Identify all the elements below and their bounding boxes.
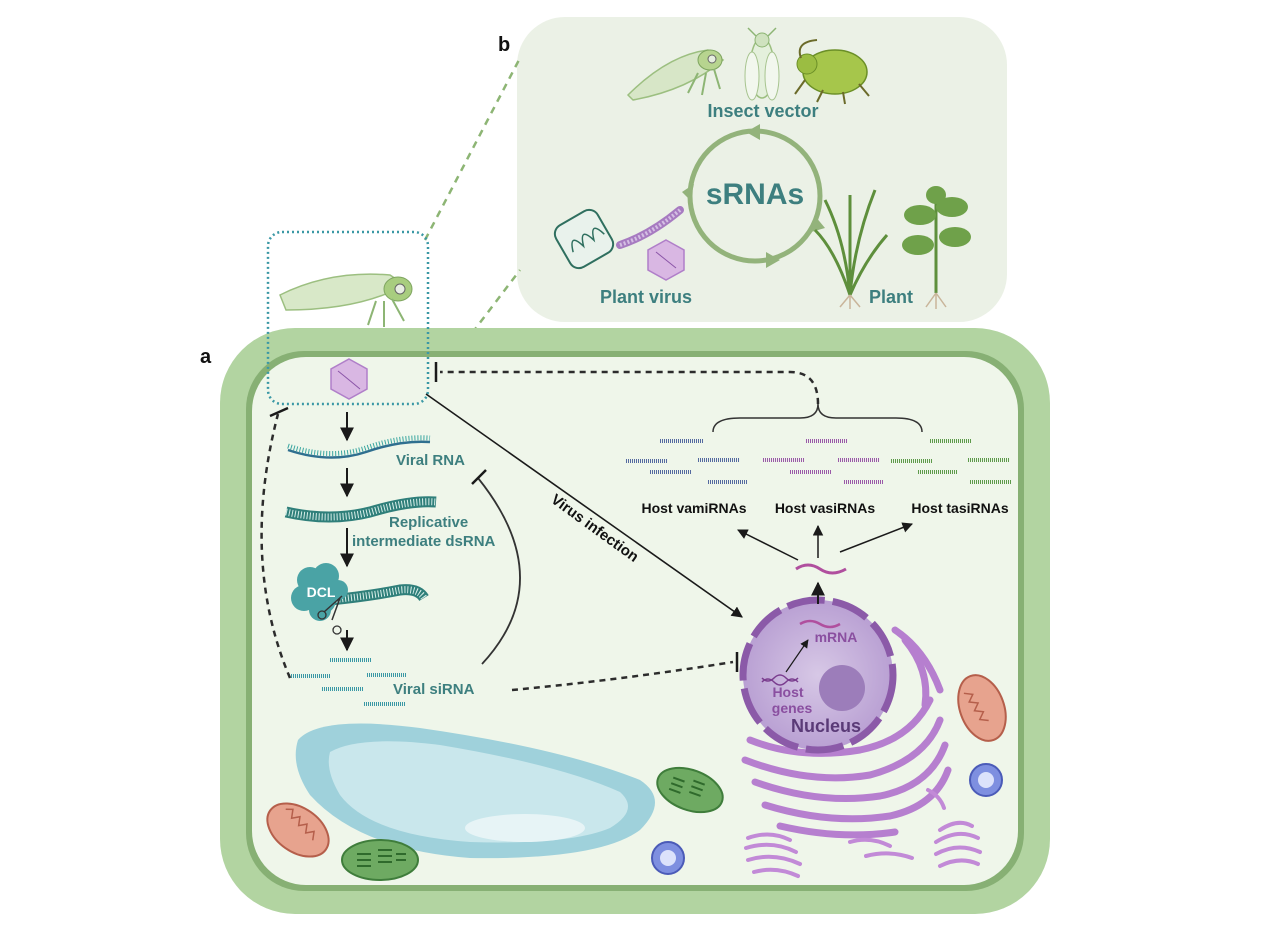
peroxisome-right — [969, 763, 1003, 797]
golgi-apparatus-right — [934, 820, 982, 868]
chloroplast-left — [341, 839, 419, 881]
viral-rna-strand — [287, 435, 431, 459]
host-tasirnas-label: Host tasiRNAs — [911, 500, 1008, 516]
viral-sirna-label: Viral siRNA — [393, 681, 475, 698]
golgi-apparatus-left — [744, 832, 802, 878]
insect-virus-inset-box — [266, 230, 430, 406]
mrna-label: mRNA — [815, 629, 858, 645]
nucleus-label: Nucleus — [791, 716, 861, 736]
insect-vector-label: Insect vector — [707, 101, 818, 121]
sirna-to-virus-inhibition — [260, 413, 292, 679]
panel-b: sRNAs Insect vector — [423, 17, 1007, 396]
tasirna-duplexes — [891, 439, 1012, 484]
whitefly-insect-icon — [744, 27, 780, 101]
nucleolus — [819, 665, 865, 711]
leafhopper-insect-icon — [626, 49, 725, 101]
dna-to-mrna-arrow — [785, 639, 809, 673]
host-vamirnas-label: Host vamiRNAs — [641, 500, 746, 516]
zoom-line-top — [423, 57, 522, 241]
nucleus: Nucleus mRNA Host genes — [739, 596, 897, 754]
sirna-to-viral-rna-inhibition — [477, 477, 521, 665]
icosahedral-virus-icon — [647, 239, 685, 281]
exported-mrna-strand — [795, 563, 847, 575]
filamentous-virus-icon — [616, 206, 684, 249]
panel-a: a — [200, 230, 1050, 914]
tomato-plant-icon — [902, 186, 971, 309]
cycle-arrow-top — [746, 124, 760, 140]
cycle-arrow-right — [811, 216, 825, 232]
dcl-enzyme-icon — [291, 563, 348, 621]
arrow-to-vamirnas — [737, 529, 799, 561]
viral-sirna-duplexes — [289, 658, 407, 706]
replicative-label-1: Replicative — [389, 514, 468, 531]
replicative-label-2: intermediate dsRNA — [352, 533, 496, 550]
host-genes-label-1: Host — [772, 684, 803, 700]
sirna-to-nucleus-inhibition — [511, 660, 734, 692]
endoplasmic-reticulum — [741, 626, 952, 839]
rod-virus-icon — [553, 208, 615, 270]
chloroplast-right — [656, 766, 724, 814]
mitochondrion-left — [266, 802, 330, 858]
grass-plant-icon — [813, 189, 889, 309]
arrow-to-tasirnas — [839, 522, 913, 553]
plant-virus-label: Plant virus — [600, 287, 692, 307]
dcl-label: DCL — [307, 584, 336, 600]
host-vasirnas-label: Host vasiRNAs — [775, 500, 876, 516]
viral-rna-label: Viral RNA — [396, 452, 465, 469]
host-srna-inhibition-line — [440, 370, 820, 405]
aphid-insect-icon — [794, 39, 870, 105]
vesicles — [848, 788, 946, 860]
mrna-strand-inside — [799, 619, 841, 629]
scissors-icon — [317, 595, 343, 635]
host-genes-label-2: genes — [772, 700, 813, 716]
virus-particle-icon — [330, 358, 368, 400]
panel-a-letter: a — [200, 346, 212, 368]
vacuole — [295, 723, 655, 859]
dcl-dsrna-strand — [329, 584, 429, 606]
host-dna-icon — [761, 674, 799, 686]
plant-label: Plant — [869, 287, 913, 307]
replicative-dsrna-strand — [284, 496, 437, 523]
vasirna-duplexes — [763, 439, 884, 484]
vamirna-duplexes — [626, 439, 748, 484]
panel-b-letter: b — [498, 34, 510, 56]
peroxisome-bottom — [651, 841, 685, 875]
sirna-inhibition-bar — [471, 469, 487, 485]
leafhopper-vector-icon — [279, 273, 413, 327]
cycle-arrow-left — [682, 184, 694, 200]
mitochondrion-right — [957, 674, 1007, 742]
cycle-arrow-bottom — [766, 252, 780, 268]
cycle-center-label: sRNAs — [706, 178, 804, 211]
virus-infection-arrow — [425, 393, 743, 618]
sirna-virus-inhibition-bar — [269, 406, 289, 418]
